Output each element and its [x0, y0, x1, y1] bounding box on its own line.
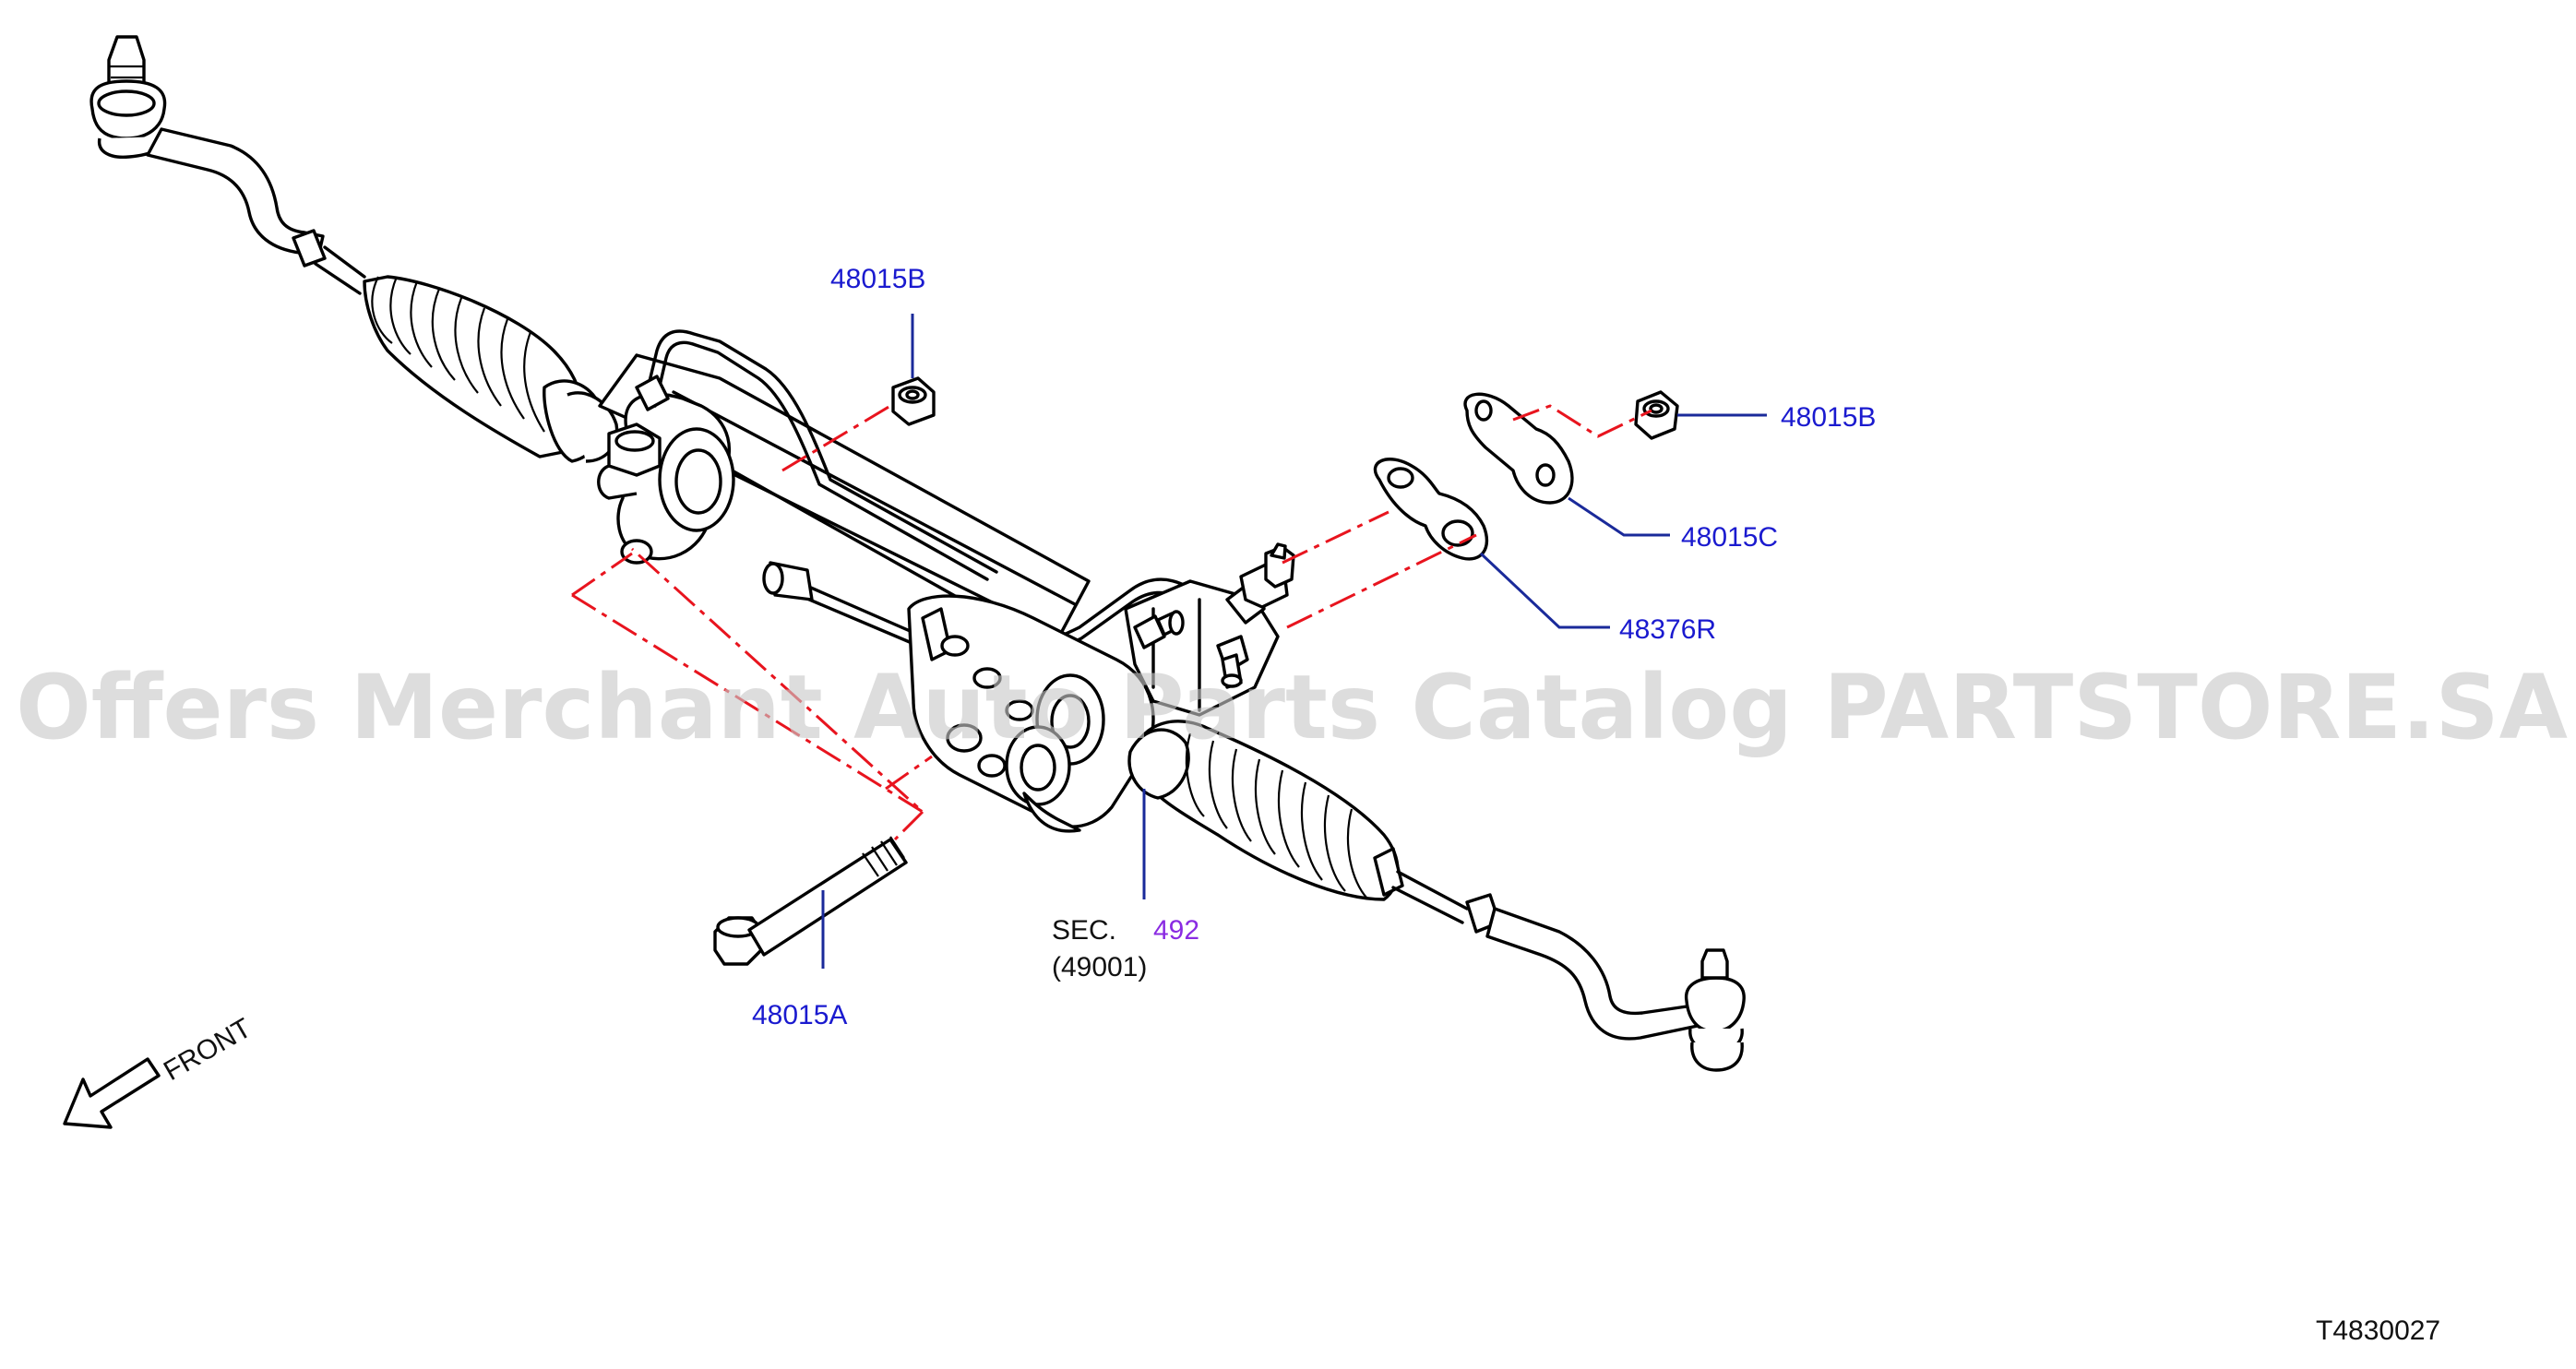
front-label: FRONT: [159, 1013, 256, 1087]
callout-nut-upper[interactable]: 48015B: [830, 264, 925, 294]
leader-lines: [821, 314, 1767, 969]
section-prefix: SEC.: [1052, 915, 1116, 946]
plate: [1463, 392, 1574, 505]
nut-upper: [891, 376, 936, 426]
callout-nut-right[interactable]: 48015B: [1781, 402, 1876, 433]
section-sub: (49001): [1052, 952, 1147, 982]
section-link[interactable]: 492: [1153, 915, 1199, 946]
valve-body-housing: [907, 542, 1295, 833]
diagram-code: T4830027: [2316, 1315, 2440, 1346]
front-arrow-icon: [63, 1057, 161, 1129]
left-tie-rod-end: [89, 35, 366, 295]
callout-washer[interactable]: 48376R: [1619, 614, 1716, 645]
installation-centerlines: [571, 404, 1652, 841]
left-bellows-boot: [363, 275, 619, 463]
callout-plate[interactable]: 48015C: [1681, 522, 1778, 553]
bolt: [713, 836, 908, 966]
callout-bolt[interactable]: 48015A: [752, 1000, 847, 1030]
right-bellows-boot: [1127, 720, 1404, 901]
washer: [1373, 458, 1489, 561]
nut-right: [1634, 390, 1679, 440]
watermark: Offers Merchant Auto Parts Catalog PARTS…: [16, 656, 2568, 759]
rack-housing: [597, 353, 1091, 652]
right-tie-rod-end: [1391, 870, 1746, 1072]
